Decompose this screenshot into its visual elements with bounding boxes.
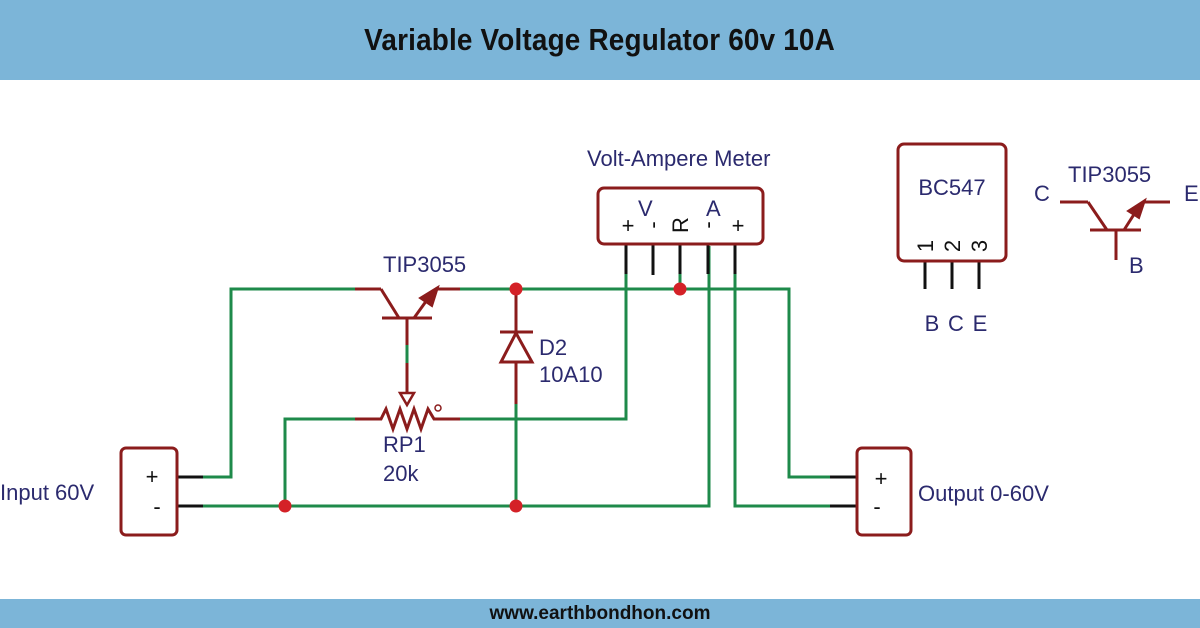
meter-pin-r: R [668,217,693,233]
diode-d2: D2 10A10 [498,289,603,404]
junctions [278,282,687,513]
volt-ampere-meter: Volt-Ampere Meter V A + - R - + [587,146,770,246]
meter-pin-a-minus: - [695,221,720,228]
wiper-arrow-icon [397,391,417,408]
input-minus-label: - [153,494,160,519]
output-minus-label: - [873,494,880,519]
output-plus-label: + [875,466,888,491]
diode-ref: D2 [539,335,567,360]
page-title: Variable Voltage Regulator 60v 10A [364,22,836,57]
tip3055-pinout: TIP3055 C E B [1034,162,1199,278]
bc547-pin-1: 1 [913,240,938,252]
diode-triangle-icon [498,329,535,364]
wire-pot-left [283,417,355,506]
tip-pin-b: B [1129,253,1144,278]
meter-pin-v-plus: + [622,213,635,238]
output-connector: + - Output 0-60V [855,446,1049,537]
footer-banner: www.earthbondhon.com [0,599,1200,628]
wire-input-plus [203,287,355,479]
transistor-label: TIP3055 [383,252,466,277]
tip-pinout-label: TIP3055 [1068,162,1151,187]
tip-pin-c: C [1034,181,1050,206]
bc547-pin-name-c: C [948,311,964,336]
diode-value: 10A10 [539,362,603,387]
tip-pin-e: E [1184,181,1199,206]
bc547-pin-name-e: E [973,311,988,336]
meter-pin-a-plus: + [732,213,745,238]
input-label: Input 60V [0,480,95,505]
bc547-pin-name-b: B [925,311,940,336]
wire-ground-rail [203,246,711,508]
emitter-arrow-icon [418,284,440,308]
title-banner: Variable Voltage Regulator 60v 10A [0,0,1200,80]
transistor-tip3055: TIP3055 [355,252,466,408]
tip-emitter-arrow-icon [1126,197,1147,220]
meter-v-label: V [638,196,653,221]
resistor-zigzag-icon [355,404,460,434]
input-connector: + - Input 60V [0,446,179,537]
junction-dot [509,499,523,513]
meter-pin-v-minus: - [640,221,665,228]
bc547-pin-3: 3 [967,240,992,252]
wire-pot-right [460,246,628,421]
pot-value: 20k [383,461,419,486]
input-plus-label: + [146,464,159,489]
junction-dot [278,499,292,513]
meter-title: Volt-Ampere Meter [587,146,770,171]
output-label: Output 0-60V [918,481,1049,506]
potentiometer-rp1: RP1 20k [355,404,460,486]
pot-ref: RP1 [383,432,426,457]
junction-dot [673,282,687,296]
website-url[interactable]: www.earthbondhon.com [489,602,711,624]
junction-dot [509,282,523,296]
meter-a-label: A [706,196,721,221]
bc547-pin-2: 2 [940,240,965,252]
bc547-pinout: BC547 1 2 3 B C E [896,142,1008,336]
wire-meter-a-plus [733,274,830,508]
pin-leads [178,245,981,508]
bc547-label: BC547 [918,175,985,200]
